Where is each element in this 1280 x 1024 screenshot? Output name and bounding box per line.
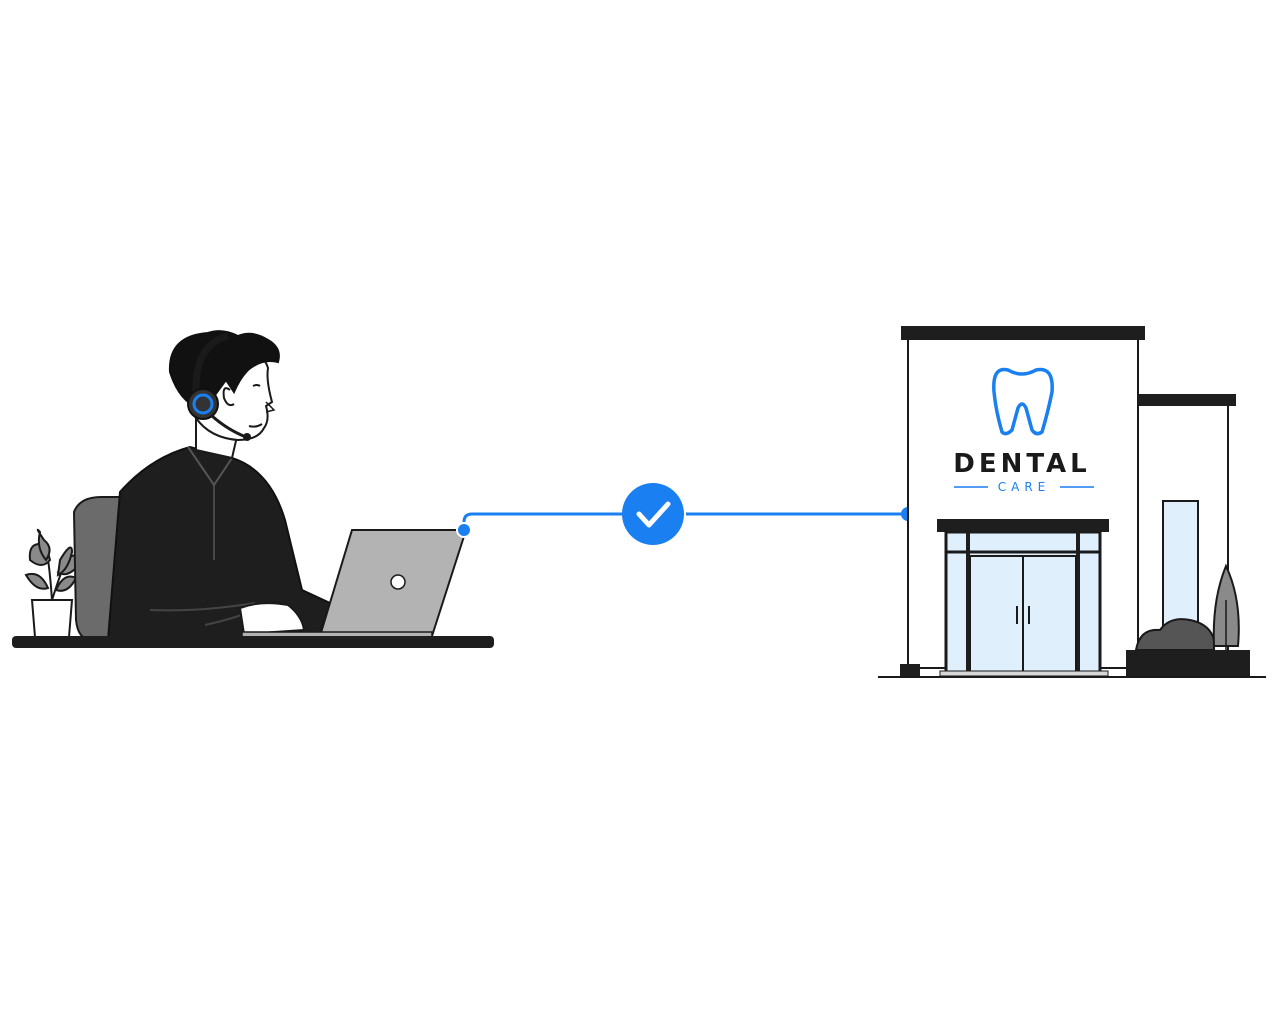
- clinic-sign-subtitle: CARE: [998, 480, 1051, 494]
- connector-node-left: [456, 522, 472, 538]
- dental-clinic-building: DENTAL CARE: [878, 326, 1266, 678]
- check-icon: [622, 483, 684, 545]
- shrub-planter: [1126, 563, 1250, 676]
- agent-head: [168, 330, 280, 442]
- headset-icon: [187, 332, 251, 441]
- connection-line: [456, 507, 915, 538]
- entrance-doors: [969, 555, 1077, 673]
- agent-body: [106, 416, 332, 641]
- tooth-icon: [992, 367, 1054, 436]
- desk: [12, 636, 494, 648]
- potted-plant-icon: [24, 528, 78, 638]
- clinic-sign-title: DENTAL: [953, 449, 1091, 479]
- support-agent-scene: [12, 330, 494, 648]
